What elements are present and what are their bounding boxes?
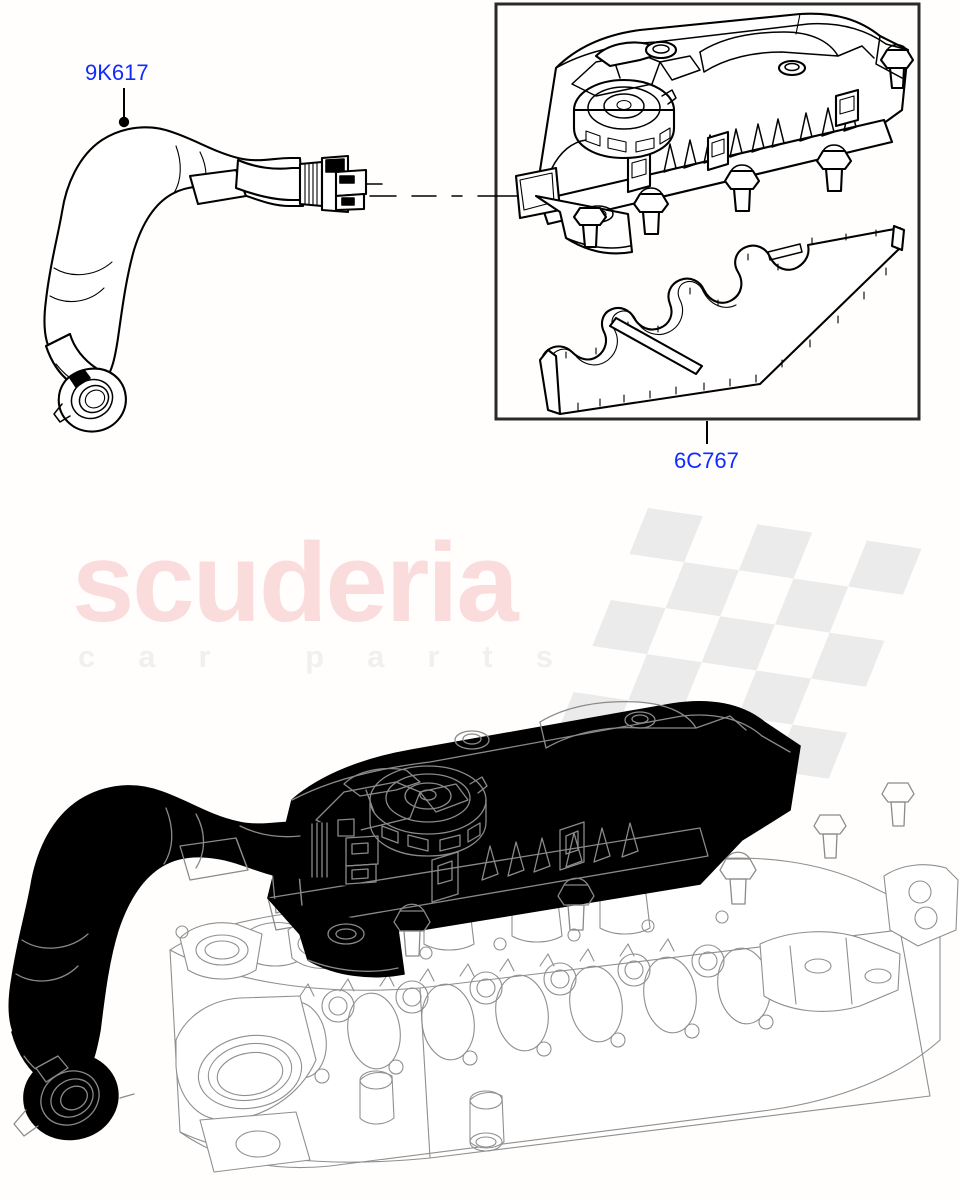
oil-filler-cap: [572, 78, 677, 160]
callout-label-6c767[interactable]: 6C767: [674, 448, 739, 473]
cover-mounting-bolts: [572, 40, 915, 249]
highlight-cover-bolts: [393, 711, 915, 957]
ventilation-hose-outline: [43, 126, 383, 433]
callout-leader-9k617: [118, 88, 130, 128]
highlight-ventilation-hose: [8, 785, 379, 1141]
highlight-camshaft-cover: [267, 701, 915, 978]
hose-quick-connect-right: [320, 154, 383, 214]
hose-quick-connect-left: [44, 332, 127, 433]
highlight-hose-quick-connect: [331, 813, 379, 887]
highlight-hose-elbow-fitting: [11, 1013, 135, 1141]
hose-ribbed-collar: [298, 160, 324, 208]
callout-label-9k617[interactable]: 9K617: [85, 60, 149, 85]
camshaft-cover-detail-box: [494, 2, 921, 421]
highlight-hose-collar: [305, 821, 333, 879]
camshaft-cover-outline: [514, 12, 915, 416]
engine-assembly-view: [8, 701, 959, 1173]
camshaft-cover-gasket-outline: [538, 224, 906, 416]
